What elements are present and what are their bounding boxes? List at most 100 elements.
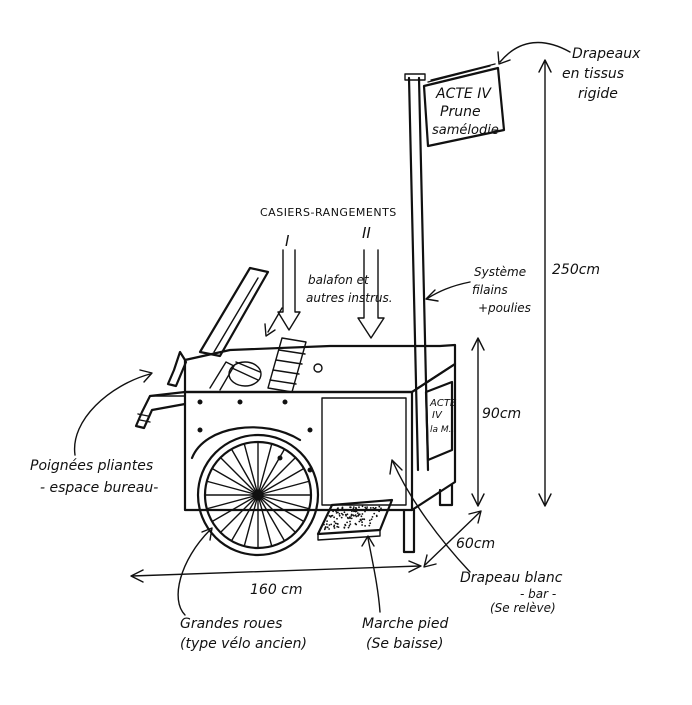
step-texture-dot — [343, 511, 346, 514]
step-texture-dot — [351, 510, 353, 513]
step-texture-dot — [378, 510, 380, 513]
label-height-250: 250cm — [552, 262, 600, 278]
flag-side-line1: ACTE — [429, 398, 457, 409]
label-drapeaux-3: rigide — [578, 86, 618, 102]
label-drapeaux: Drapeaux en tissus rigide — [562, 46, 641, 102]
step-texture-dot — [373, 512, 376, 515]
label-roman-1: I — [285, 232, 290, 250]
step-texture-dot — [356, 512, 359, 514]
label-drapeaux-1: Drapeaux — [572, 46, 641, 62]
step-texture-dot — [341, 506, 344, 509]
step-texture-dot — [360, 519, 362, 522]
step-texture-dot — [349, 517, 351, 520]
step-texture-dot — [364, 510, 366, 513]
step-texture-dot — [358, 513, 361, 516]
step-texture-dot — [352, 506, 355, 508]
step-texture-dot — [378, 505, 381, 508]
step-texture-dot — [354, 514, 357, 517]
label-drapeau-blanc-1: Drapeau blanc — [460, 570, 563, 586]
wheel-spoke — [257, 494, 309, 510]
step-texture-dot — [361, 518, 364, 521]
step-texture-dot — [328, 524, 331, 526]
big-wheel — [190, 426, 320, 557]
mast-pole — [404, 73, 430, 472]
label-balafon: balafon et autres instrus. — [306, 273, 393, 305]
label-balafon-1: balafon et — [308, 273, 370, 287]
step-texture-dot — [333, 524, 336, 527]
step-texture-dot — [326, 520, 328, 522]
wheel-spoke — [212, 468, 259, 496]
step-texture-dot — [349, 520, 351, 523]
wheel-spoke — [231, 449, 259, 496]
step-texture-dot — [350, 517, 353, 520]
step-texture-dot — [375, 514, 378, 517]
label-depth-60: 60cm — [456, 536, 495, 552]
step-texture-dot — [349, 506, 352, 509]
label-drapeaux-2: en tissus — [562, 66, 624, 82]
step-texture-dot — [350, 515, 353, 517]
label-casiers: CASIERS-RANGEMENTS — [260, 206, 397, 219]
step-texture-dot — [354, 510, 357, 513]
label-marchepied-2: (Se baisse) — [366, 636, 443, 652]
step-texture-dot — [340, 512, 343, 515]
step-texture-dot — [347, 526, 350, 529]
label-drapeau-blanc-3: (Se relève) — [490, 601, 556, 615]
step-texture-dot — [336, 522, 339, 525]
foot-step — [316, 498, 394, 541]
step-texture-dot — [323, 523, 325, 526]
label-balafon-2: autres instrus. — [306, 291, 393, 305]
wheel-spoke — [243, 444, 259, 496]
wheel-spoke — [257, 444, 273, 496]
step-texture-dot — [329, 515, 332, 518]
label-roues: Grandes roues (type vélo ancien) — [180, 616, 307, 652]
label-marchepied-1: Marche pied — [362, 616, 448, 632]
label-systeme-1: Système — [474, 265, 526, 279]
label-drapeau-blanc-2: - bar - — [520, 587, 556, 601]
step-texture-dot — [325, 523, 328, 525]
cart-body — [183, 343, 457, 554]
step-texture-dot — [349, 523, 352, 525]
label-roues-2: (type vélo ancien) — [180, 636, 307, 652]
step-texture-dot — [334, 522, 337, 525]
flag-top-line2: Prune — [440, 104, 481, 120]
step-texture-dot — [354, 522, 357, 525]
step-texture-dot — [336, 517, 338, 520]
step-texture-dot — [369, 507, 372, 509]
step-texture-dot — [324, 526, 327, 528]
step-texture-dot — [345, 514, 347, 517]
step-texture-dot — [365, 508, 368, 510]
step-texture-dot — [364, 506, 367, 509]
step-texture-dot — [361, 513, 364, 515]
step-texture-dot — [348, 524, 351, 527]
step-texture-dot — [342, 513, 344, 516]
step-texture-dot — [358, 520, 361, 523]
step-texture-dot — [366, 506, 368, 508]
instruments-balafon — [209, 337, 307, 393]
label-roues-1: Grandes roues — [180, 616, 282, 632]
label-poignees-1: Poignées pliantes — [30, 458, 153, 474]
step-texture-dot — [343, 527, 346, 529]
wheel-spoke — [257, 494, 273, 546]
step-texture-dot — [328, 528, 330, 530]
step-texture-dot — [373, 507, 376, 510]
wheel-spoke — [257, 457, 296, 496]
step-texture-dot — [354, 507, 357, 509]
wheel-spoke — [243, 494, 259, 546]
step-texture-dot — [332, 510, 334, 513]
label-marchepied: Marche pied (Se baisse) — [362, 616, 448, 652]
label-drapeau-blanc: Drapeau blanc - bar - (Se relève) — [460, 570, 563, 615]
step-texture-dot — [350, 513, 353, 516]
step-texture-dot — [371, 516, 374, 518]
label-systeme-3: +poulies — [478, 301, 531, 315]
step-texture-dot — [346, 513, 349, 516]
step-texture-dot — [372, 506, 375, 509]
step-texture-dot — [370, 518, 373, 521]
step-texture-dot — [360, 515, 363, 518]
step-texture-dot — [361, 521, 363, 524]
step-texture-dot — [353, 510, 355, 513]
wheel-spoke — [207, 480, 259, 496]
step-texture-dot — [333, 527, 336, 529]
leader-arrows — [73, 41, 571, 616]
label-systeme-2: filains — [472, 283, 508, 297]
